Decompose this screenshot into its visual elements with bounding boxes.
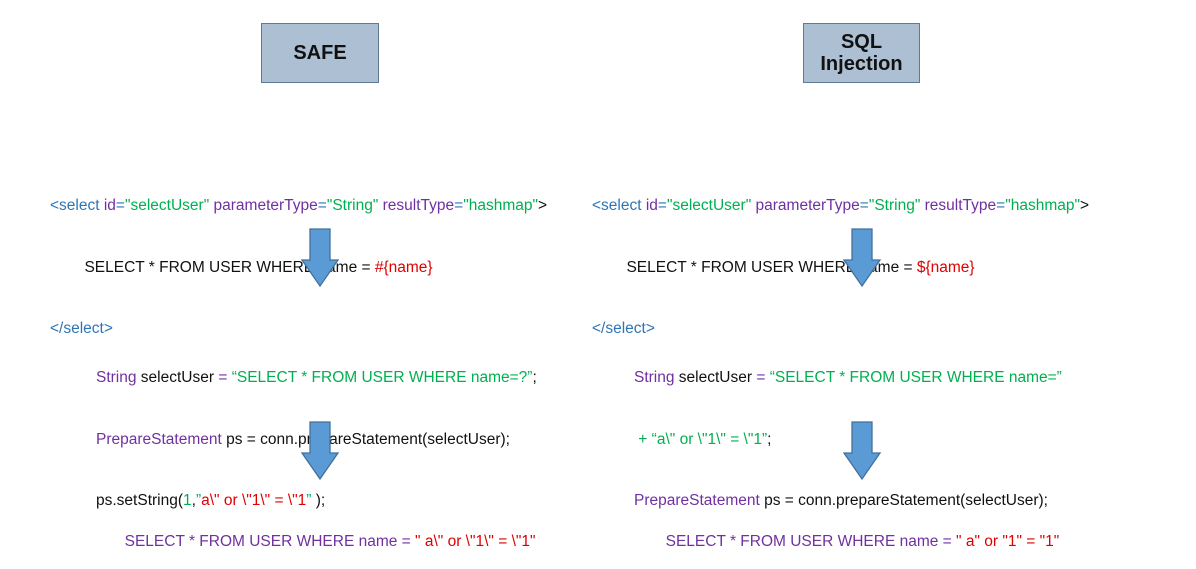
safe-mapper-close-line: </select> — [50, 319, 547, 340]
safe-arrow-down-1 — [300, 228, 340, 288]
safe-param-placeholder: #{name} — [374, 258, 433, 276]
injection-mapper-close-line: </select> — [592, 319, 1089, 340]
id-value: "selectUser" — [124, 197, 210, 214]
safe-title-box: SAFE — [261, 23, 379, 83]
equals-sign: = — [454, 197, 464, 214]
quote-open: ” — [195, 492, 202, 509]
equals-sign: = — [115, 197, 125, 214]
parameter-index: 1 — [183, 492, 192, 509]
safe-java-line-1: String selectUser = “SELECT * FROM USER … — [96, 368, 537, 389]
semicolon: ; — [532, 369, 537, 386]
call-end: ); — [311, 492, 326, 509]
prepare-statement-call: ps = conn.prepareStatement(selectUser); — [221, 430, 510, 448]
sql-string-literal: “SELECT * FROM USER WHERE name=” — [769, 369, 1062, 386]
string-type: String — [634, 369, 675, 386]
result-type-attr: resultType — [378, 197, 455, 214]
equals-sign: = — [657, 197, 667, 214]
parameter-type-attr: parameterType — [751, 197, 860, 214]
injection-java-code: String selectUser = “SELECT * FROM USER … — [634, 327, 1062, 532]
assign-operator: = — [752, 369, 770, 386]
safe-arrow-down-2 — [300, 421, 340, 481]
injection-java-line-3: PrepareStatement ps = conn.prepareStatem… — [634, 491, 1062, 512]
id-attr: id — [99, 197, 116, 214]
result-injected-value: " a" or "1" = "1" — [956, 532, 1060, 550]
arrow-shape — [842, 421, 882, 481]
injection-title-line1: SQL — [840, 31, 883, 53]
injection-param-placeholder: ${name} — [916, 258, 975, 276]
equals-sign: = — [317, 197, 327, 214]
injection-arrow-down-1 — [842, 228, 882, 288]
injected-value: a\" or \"1\" = \"1 — [201, 492, 307, 509]
tag-close-bracket: > — [1080, 197, 1090, 214]
tag-close-bracket: > — [538, 197, 548, 214]
injected-string-literal: “a\" or \"1\" = \"1” — [651, 430, 768, 448]
arrow-shape — [300, 421, 340, 481]
select-open-tag: <select — [50, 197, 100, 214]
parameter-type-value: "String" — [868, 197, 921, 214]
prepare-statement-type: PrepareStatement — [96, 430, 222, 448]
parameter-type-value: "String" — [326, 197, 379, 214]
variable-name: selectUser — [136, 369, 215, 386]
injection-arrow-down-2 — [842, 421, 882, 481]
prepare-statement-call: ps = conn.prepareStatement(selectUser); — [759, 492, 1048, 509]
result-sql-prefix: SELECT * FROM USER WHERE name = — [665, 532, 957, 550]
sql-text: SELECT * FROM USER WHERE name = — [50, 258, 375, 276]
equals-sign: = — [859, 197, 869, 214]
id-attr: id — [641, 197, 658, 214]
injection-title-line2: Injection — [820, 53, 903, 75]
select-open-tag: <select — [592, 197, 642, 214]
injection-title-box: SQL Injection — [803, 23, 920, 83]
injection-mapper-open-line: <select id="selectUser" parameterType="S… — [592, 196, 1089, 217]
injection-java-line-2: + “a\" or \"1\" = \"1”; — [634, 430, 1062, 451]
injection-java-line-1: String selectUser = “SELECT * FROM USER … — [634, 368, 1062, 389]
injection-result-sql: SELECT * FROM USER WHERE name = " a" or … — [657, 511, 1060, 552]
semicolon: ; — [767, 430, 772, 448]
select-close-tag: </select> — [592, 320, 655, 337]
safe-mapper-xml: <select id="selectUser" parameterType="S… — [50, 155, 547, 360]
equals-sign: = — [996, 197, 1006, 214]
result-type-value: "hashmap" — [463, 197, 538, 214]
parameter-type-attr: parameterType — [209, 197, 318, 214]
result-sql-prefix: SELECT * FROM USER WHERE name = — [124, 532, 416, 550]
safe-java-line-3: ps.setString(1,”a\" or \"1\" = \"1” ); — [96, 491, 537, 512]
injection-mapper-xml: <select id="selectUser" parameterType="S… — [592, 155, 1089, 360]
safe-mapper-sql-line: SELECT * FROM USER WHERE name = #{name} — [50, 258, 547, 279]
prepare-statement-type: PrepareStatement — [634, 492, 760, 509]
injection-mapper-sql-line: SELECT * FROM USER WHERE name = ${name} — [592, 258, 1089, 279]
concat-operator: + — [634, 430, 652, 448]
select-close-tag: </select> — [50, 320, 113, 337]
result-escaped-value: " a\" or \"1\" = \"1" — [415, 532, 536, 550]
variable-name: selectUser — [674, 369, 753, 386]
id-value: "selectUser" — [666, 197, 752, 214]
set-string-call: ps.setString( — [96, 492, 184, 509]
safe-title: SAFE — [293, 42, 347, 64]
quote-close: ” — [306, 492, 312, 509]
assign-operator: = — [214, 369, 232, 386]
result-type-attr: resultType — [920, 197, 997, 214]
arrow-shape — [842, 228, 882, 288]
comma: , — [191, 492, 196, 509]
result-type-value: "hashmap" — [1005, 197, 1080, 214]
safe-result-sql: SELECT * FROM USER WHERE name = " a\" or… — [116, 511, 536, 552]
safe-mapper-open-line: <select id="selectUser" parameterType="S… — [50, 196, 547, 217]
sql-string-literal: “SELECT * FROM USER WHERE name=?” — [231, 369, 533, 386]
arrow-shape — [300, 228, 340, 288]
string-type: String — [96, 369, 137, 386]
